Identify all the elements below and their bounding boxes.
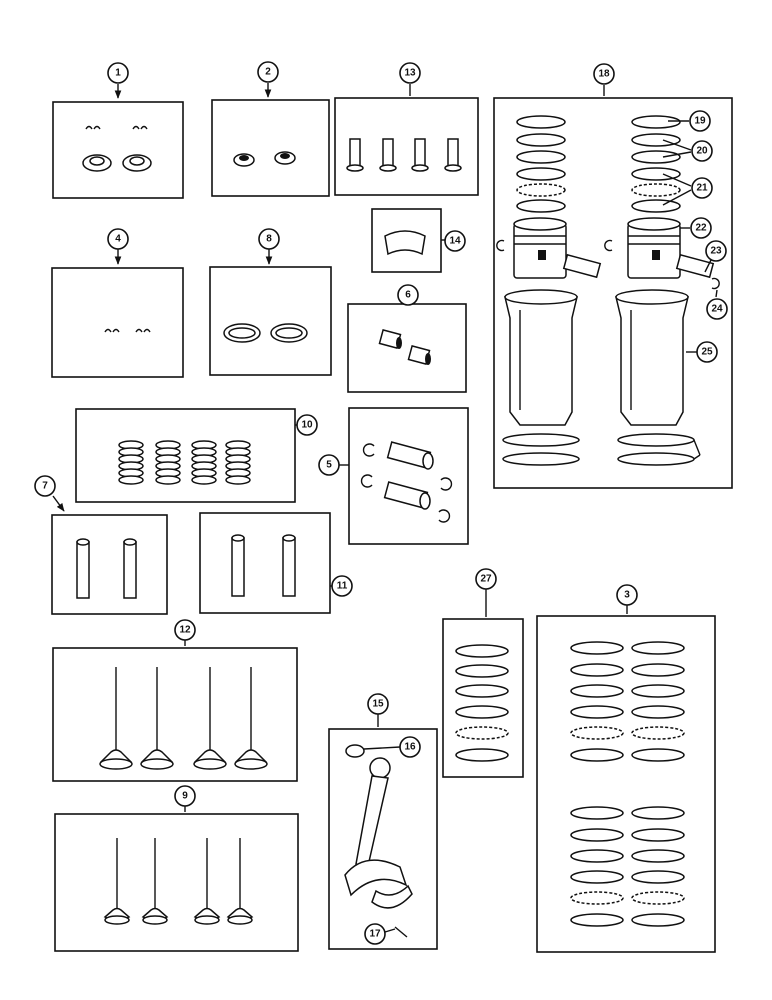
piston-ring-27 (455, 644, 509, 762)
leader-lines (52, 83, 718, 933)
panel-8-valve-seat-inserts[interactable] (209, 266, 332, 376)
svg-text:18: 18 (598, 69, 610, 80)
valve-spring-10 (118, 440, 251, 485)
cylinder-liner-25 (504, 289, 689, 426)
svg-text:20: 20 (696, 146, 708, 157)
valve-9 (103, 837, 253, 925)
panel-5-piston-pins[interactable] (348, 407, 469, 545)
svg-text:7: 7 (42, 481, 48, 492)
svg-text:1: 1 (115, 68, 121, 79)
callout-14[interactable]: 14 (444, 230, 466, 252)
callout-20[interactable]: 20 (691, 140, 713, 162)
callout-2[interactable]: 2 (257, 61, 279, 83)
svg-text:11: 11 (337, 581, 348, 592)
valve-guide-11 (231, 534, 296, 597)
valve-seal-2 (233, 151, 296, 167)
piston-rings-18 (516, 115, 681, 213)
callout-13[interactable]: 13 (399, 62, 421, 84)
panel-11-valve-guides[interactable] (199, 512, 331, 614)
svg-text:21: 21 (696, 183, 708, 194)
svg-text:19: 19 (694, 116, 706, 127)
valve-keeper-pair-1 (85, 125, 148, 130)
svg-text:25: 25 (701, 347, 713, 358)
piston-pin-23 (562, 253, 715, 279)
callout-22[interactable]: 22 (690, 217, 712, 239)
panel-4-valve-keepers[interactable] (51, 267, 184, 378)
panel-7-valve-guides[interactable] (51, 514, 168, 615)
bushing-6 (378, 328, 431, 366)
svg-text:13: 13 (404, 68, 416, 79)
svg-text:4: 4 (115, 234, 121, 245)
svg-text:9: 9 (182, 791, 188, 802)
connecting-rod-15 (344, 744, 413, 909)
svg-text:16: 16 (404, 742, 416, 753)
callout-5[interactable]: 5 (318, 454, 340, 476)
panel-6-bushings[interactable] (347, 303, 467, 393)
callout-1[interactable]: 1 (107, 62, 129, 84)
callout-9[interactable]: 9 (174, 785, 196, 807)
svg-text:3: 3 (624, 590, 630, 601)
svg-text:17: 17 (369, 929, 381, 940)
svg-text:23: 23 (710, 246, 722, 257)
callout-23[interactable]: 23 (705, 240, 727, 262)
callout-10[interactable]: 10 (296, 414, 318, 436)
svg-text:2: 2 (265, 67, 271, 78)
svg-text:14: 14 (449, 236, 461, 247)
callout-6[interactable]: 6 (397, 284, 419, 306)
valve-guide-7 (76, 538, 137, 599)
svg-text:10: 10 (301, 420, 313, 431)
callout-8[interactable]: 8 (258, 228, 280, 250)
callout-18[interactable]: 18 (593, 63, 615, 85)
valve-seat-insert-8 (223, 323, 308, 343)
valve-keeper-pair-4 (104, 328, 151, 333)
tappet-13 (346, 138, 462, 172)
callout-24[interactable]: 24 (706, 298, 728, 320)
callout-17[interactable]: 17 (364, 923, 386, 945)
panel-2-valve-seals[interactable] (211, 99, 330, 197)
svg-text:6: 6 (405, 290, 411, 301)
svg-text:8: 8 (266, 234, 272, 245)
rod-bolt-17 (394, 926, 408, 938)
callout-4[interactable]: 4 (107, 228, 129, 250)
callout-21[interactable]: 21 (691, 177, 713, 199)
callout-16[interactable]: 16 (399, 736, 421, 758)
svg-text:5: 5 (326, 460, 332, 471)
panel-9-valves[interactable] (54, 813, 299, 952)
callout-15[interactable]: 15 (367, 693, 389, 715)
panel-1-valve-keepers-retainers[interactable] (52, 101, 184, 199)
callout-7[interactable]: 7 (34, 475, 56, 497)
callout-19[interactable]: 19 (689, 110, 711, 132)
spring-retainer-1 (82, 154, 152, 172)
callout-11[interactable]: 11 (331, 575, 353, 597)
callout-12[interactable]: 12 (174, 619, 196, 641)
callout-27[interactable]: 27 (475, 568, 497, 590)
svg-text:24: 24 (711, 304, 723, 315)
panel-10-valve-springs[interactable] (75, 408, 296, 503)
callout-25[interactable]: 25 (696, 341, 718, 363)
panel-3-piston-ring-sets[interactable] (536, 615, 716, 953)
bushing-14 (384, 230, 426, 256)
piston-22 (513, 217, 681, 279)
svg-text:27: 27 (480, 574, 492, 585)
snap-ring-24 (496, 239, 720, 290)
piston-pin-5 (360, 441, 453, 523)
svg-text:15: 15 (372, 699, 384, 710)
valve-12 (99, 666, 268, 770)
callout-3[interactable]: 3 (616, 584, 638, 606)
svg-text:12: 12 (179, 625, 191, 636)
svg-text:22: 22 (695, 223, 707, 234)
piston-ring-set-3 (570, 641, 685, 927)
